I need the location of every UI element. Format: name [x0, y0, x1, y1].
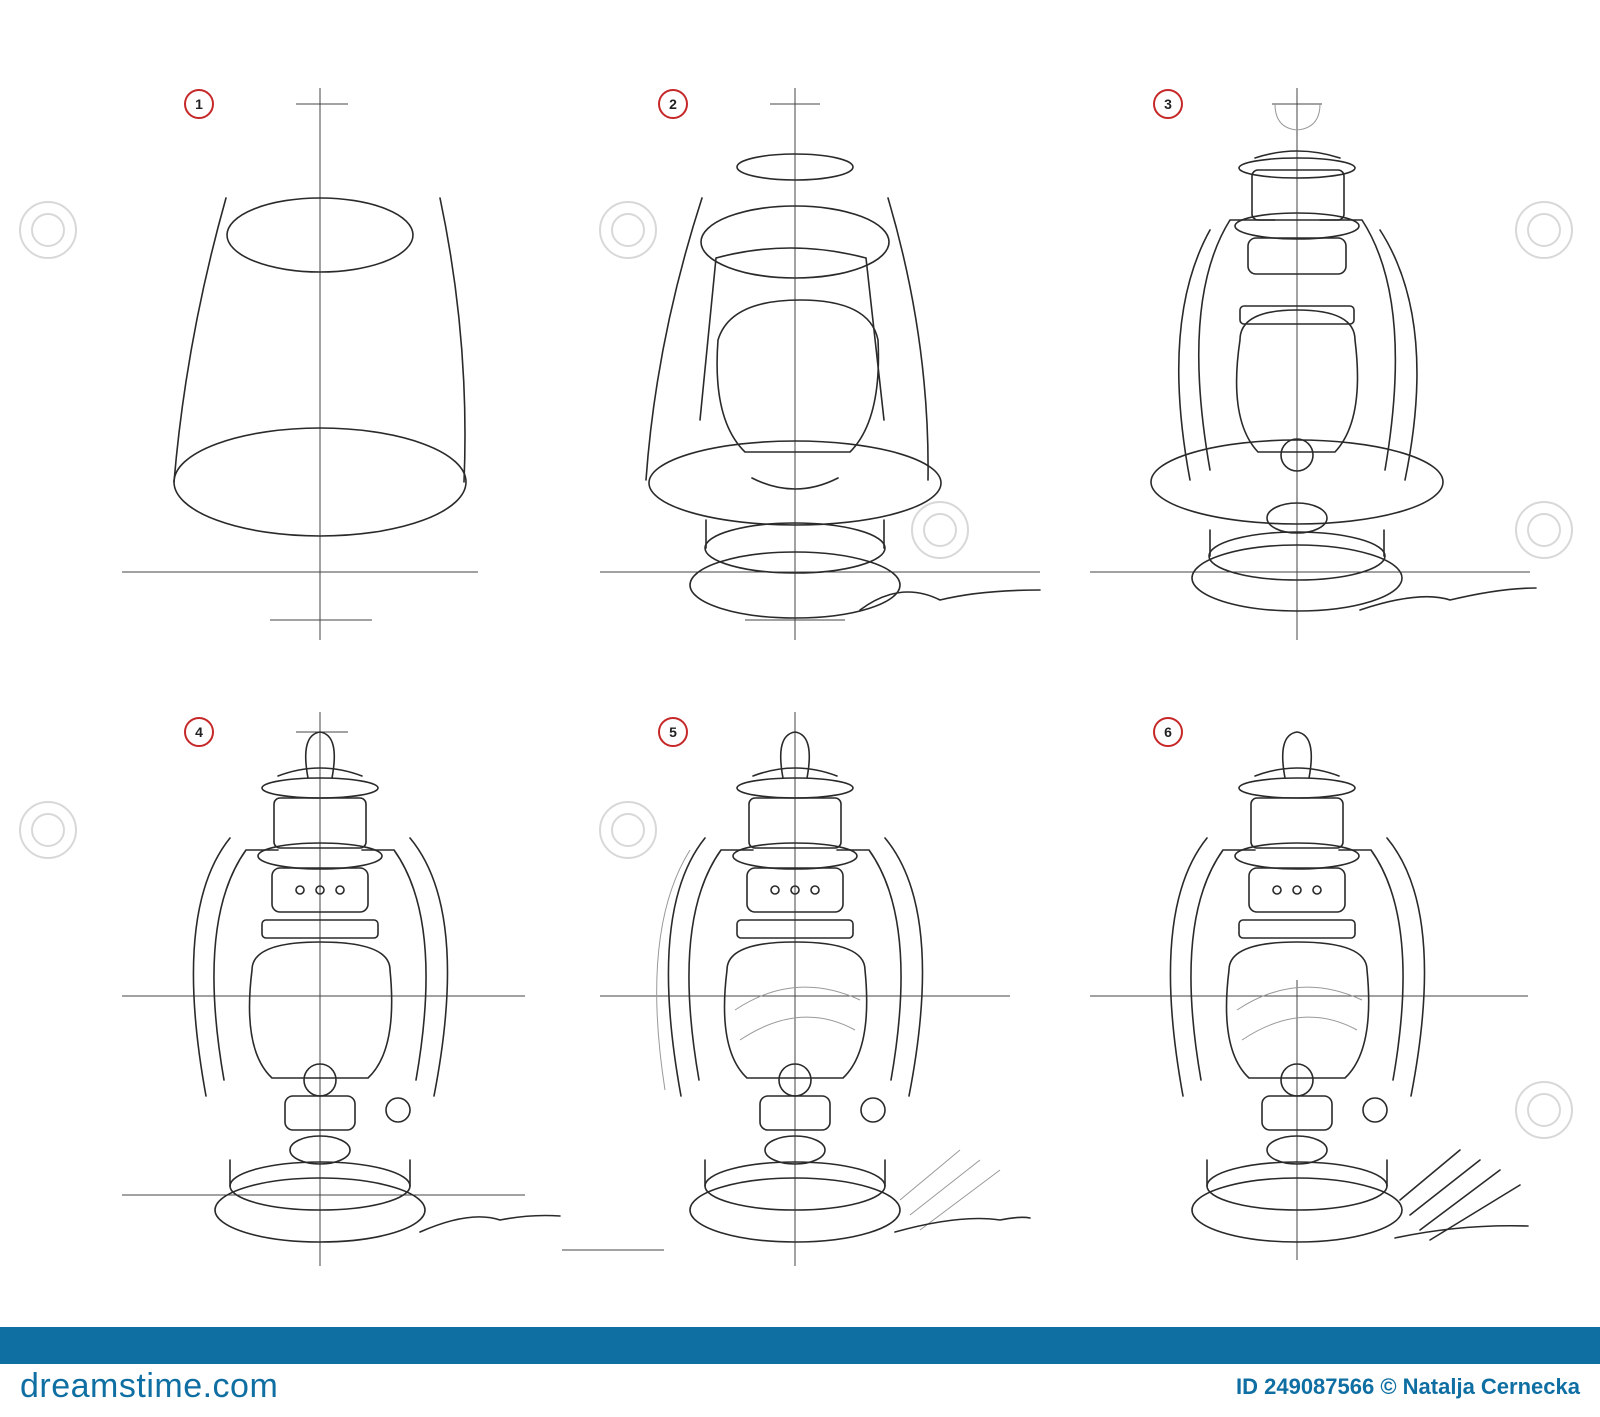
stock-footer: dreamstime.com ID 249087566 © Natalja Ce… — [0, 1327, 1600, 1417]
step-number-badge: 6 — [1153, 717, 1183, 747]
step-number-badge: 3 — [1153, 89, 1183, 119]
step-4-sketch — [122, 712, 561, 1266]
brand-logo: dreamstime.com — [20, 1367, 279, 1405]
step-number-badge: 5 — [658, 717, 688, 747]
step-2-sketch — [600, 88, 1041, 640]
step-number-badge: 2 — [658, 89, 688, 119]
step-5-sketch — [562, 712, 1031, 1266]
step-3-sketch — [1090, 88, 1537, 640]
sketch-canvas — [19, 88, 1573, 1266]
footer-bar — [0, 1327, 1600, 1364]
step-number-badge: 4 — [184, 717, 214, 747]
image-credit: ID 249087566 © Natalja Cernecka — [1236, 1374, 1580, 1399]
watermark-icon — [19, 201, 1573, 1139]
step-number-badge: 1 — [184, 89, 214, 119]
step-6-sketch — [1090, 731, 1529, 1260]
step-1-sketch — [122, 88, 478, 640]
drawing-steps-sheet: 1 2 3 4 5 6 — [19, 88, 1573, 1266]
